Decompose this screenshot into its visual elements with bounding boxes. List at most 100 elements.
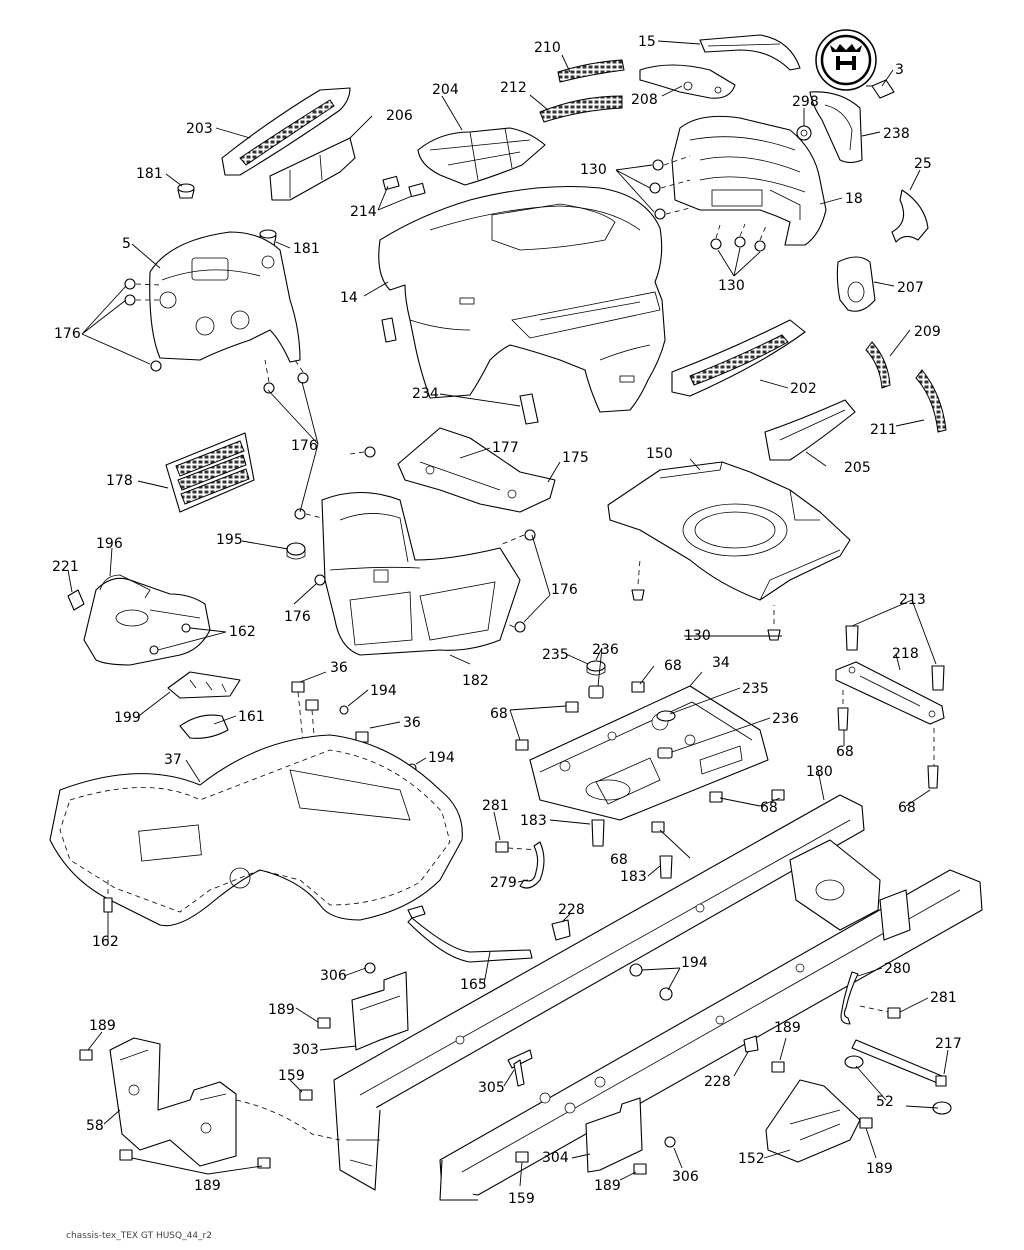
- callout-176-left: 176: [54, 326, 81, 342]
- part-235-bushing-b: [656, 710, 676, 722]
- part-208-headlight-housing: [639, 64, 736, 99]
- part-209-side-grille: [865, 341, 891, 389]
- callout-203: 203: [186, 121, 213, 137]
- husqvarna-logo-icon: [815, 29, 877, 91]
- callout-162-fender: 162: [92, 934, 119, 950]
- part-3-badge: [866, 79, 895, 99]
- callout-304: 304: [542, 1150, 569, 1166]
- bolts-68-plate: [515, 681, 785, 833]
- part-202-front-grille: [671, 319, 806, 397]
- part-182-dash-tower: [321, 491, 521, 656]
- callout-189-e: 189: [194, 1178, 221, 1194]
- callout-235-a: 235: [542, 647, 569, 663]
- callout-211: 211: [870, 422, 897, 438]
- callout-281-b: 281: [930, 990, 957, 1006]
- callout-162-console: 162: [229, 624, 256, 640]
- callout-178: 178: [106, 473, 133, 489]
- callout-36-b: 36: [403, 715, 421, 731]
- callout-177: 177: [492, 440, 519, 456]
- part-211-side-grille: [915, 369, 947, 433]
- part-152-skid-plate: [765, 1079, 861, 1163]
- screw-162-fender: [103, 880, 113, 913]
- part-236-bushing-a: [588, 685, 604, 699]
- part-15-trim-strip: [699, 34, 801, 71]
- callout-68-b: 68: [490, 706, 508, 722]
- callout-205: 205: [844, 460, 871, 476]
- callout-37: 37: [164, 752, 182, 768]
- callout-175: 175: [562, 450, 589, 466]
- callout-306-a: 306: [320, 968, 347, 984]
- callout-68-e: 68: [898, 800, 916, 816]
- callout-189-c: 189: [774, 1020, 801, 1036]
- callout-194-a: 194: [370, 683, 397, 699]
- callout-236-a: 236: [592, 642, 619, 658]
- part-279-spring: [519, 841, 545, 889]
- callout-204: 204: [432, 82, 459, 98]
- nuts-194-frame: [629, 963, 673, 1001]
- callout-281-a: 281: [482, 798, 509, 814]
- callout-159-a: 159: [278, 1068, 305, 1084]
- part-303-shield: [351, 971, 409, 1051]
- callout-181-b: 181: [293, 241, 320, 257]
- part-199-cover: [167, 671, 241, 699]
- callout-305: 305: [478, 1080, 505, 1096]
- callout-159-b: 159: [508, 1191, 535, 1207]
- part-235-bushing-a: [586, 660, 606, 676]
- part-52-bushings: [844, 1055, 952, 1115]
- part-58-bracket: [109, 1037, 237, 1167]
- callout-208: 208: [631, 92, 658, 108]
- part-5-dash-panel: [149, 231, 301, 363]
- part-178-grille-plate: [165, 432, 255, 513]
- callout-130-mid: 130: [684, 628, 711, 644]
- part-217-rod: [851, 1039, 947, 1087]
- callout-58: 58: [86, 1118, 104, 1134]
- callout-194-c: 194: [681, 955, 708, 971]
- part-228-bushing-a: [551, 919, 571, 941]
- part-280-spring: [840, 971, 859, 1025]
- part-18-front-housing: [671, 115, 827, 246]
- callout-182: 182: [462, 673, 489, 689]
- callout-189-a: 189: [268, 1002, 295, 1018]
- callout-210: 210: [534, 40, 561, 56]
- callout-165: 165: [460, 977, 487, 993]
- callout-195: 195: [216, 532, 243, 548]
- callout-176-mid: 176: [291, 438, 318, 454]
- callout-150: 150: [646, 446, 673, 462]
- callout-68-f: 68: [610, 852, 628, 868]
- callout-280: 280: [884, 961, 911, 977]
- bolts-183: [591, 819, 673, 879]
- part-238-nose-panel: [809, 91, 863, 164]
- callout-18: 18: [845, 191, 863, 207]
- callout-183-b: 183: [620, 869, 647, 885]
- callout-214: 214: [350, 204, 377, 220]
- callout-15: 15: [638, 34, 656, 50]
- callout-213: 213: [899, 592, 926, 608]
- part-210-grille: [557, 59, 625, 83]
- callout-152: 152: [738, 1151, 765, 1167]
- callout-235-b: 235: [742, 681, 769, 697]
- callout-189-f: 189: [594, 1178, 621, 1194]
- callout-279: 279: [490, 875, 517, 891]
- callout-199: 199: [114, 710, 141, 726]
- callout-206: 206: [386, 108, 413, 124]
- part-195-grommet: [286, 542, 306, 560]
- part-305-pin: [507, 1049, 533, 1087]
- part-161-cover: [179, 714, 229, 739]
- callout-238: 238: [883, 126, 910, 142]
- part-218-bracket: [835, 661, 945, 725]
- callout-labels: 15 210 3 212 204 208 298 238 203 206 130…: [52, 34, 962, 1207]
- part-14-hood: [378, 185, 666, 413]
- callout-183-a: 183: [520, 813, 547, 829]
- callout-217: 217: [935, 1036, 962, 1052]
- callout-176-right: 176: [551, 582, 578, 598]
- part-204-hood-scoop: [417, 127, 546, 186]
- part-196-console: [83, 574, 211, 666]
- part-212-grille: [539, 95, 623, 123]
- part-306-nut-a: [364, 962, 376, 974]
- callout-194-b: 194: [428, 750, 455, 766]
- callout-221: 221: [52, 559, 79, 575]
- callout-161: 161: [238, 709, 265, 725]
- callout-218: 218: [892, 646, 919, 662]
